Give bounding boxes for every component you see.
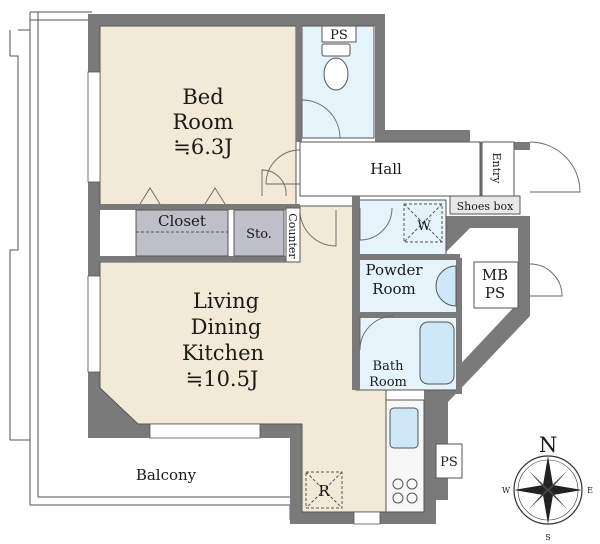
washer-pan-icon — [403, 203, 443, 243]
bathtub-icon — [419, 321, 455, 385]
bath-room-label-line2: Room — [369, 375, 407, 390]
compass-north: N — [539, 433, 557, 457]
entry-box — [481, 141, 515, 197]
powder-room-label-line2: Room — [372, 280, 416, 298]
mb-ps-box — [473, 261, 519, 309]
windows — [87, 71, 381, 525]
compass-south: S — [545, 533, 550, 542]
closet — [135, 209, 229, 257]
shoes-box-label: Shoes box — [457, 200, 515, 213]
sink-icon — [435, 265, 457, 307]
closet-label: Closet — [158, 212, 206, 230]
mb-ps-label-line1: MB — [482, 266, 508, 284]
hall-label: Hall — [370, 160, 402, 178]
counter — [285, 207, 301, 263]
ps-top-label: PS — [330, 28, 348, 43]
refrigerator-label: R — [318, 482, 330, 500]
hall-floor — [299, 141, 481, 197]
ps-right-box — [435, 443, 463, 479]
bath-room-label-line1: Bath — [373, 359, 405, 374]
washer-floor — [357, 199, 447, 259]
balcony-label: Balcony — [136, 466, 197, 484]
storage-label: Sto. — [246, 227, 272, 242]
doors — [139, 99, 581, 351]
kitchen-counter — [385, 399, 425, 513]
mb-ps-label-line2: PS — [485, 284, 505, 302]
ldk-label-line3: Kitchen — [182, 341, 264, 365]
ldk-area: ≒10.5J — [186, 367, 259, 391]
toilet-icon — [321, 43, 351, 91]
ps-top-box — [321, 25, 357, 43]
bedroom-label-line1: Bed — [182, 85, 223, 109]
ps-right-label: PS — [440, 455, 458, 470]
ldk-label-line1: Living — [193, 289, 259, 313]
washer-label: W — [417, 219, 431, 234]
bedroom-area: ≒6.3J — [173, 135, 232, 159]
powder-room-label-line1: Powder — [365, 261, 423, 279]
interior-walls — [100, 26, 462, 394]
compass-west: W — [502, 486, 511, 495]
entry-label: Entry — [490, 152, 503, 184]
compass-east: E — [587, 486, 593, 495]
bedroom-label-line2: Room — [172, 110, 233, 134]
storage — [233, 209, 285, 257]
compass-icon — [513, 455, 583, 525]
ldk-label-line2: Dining — [191, 315, 262, 339]
counter-label: Counter — [286, 213, 299, 259]
refrigerator-icon — [305, 471, 343, 509]
